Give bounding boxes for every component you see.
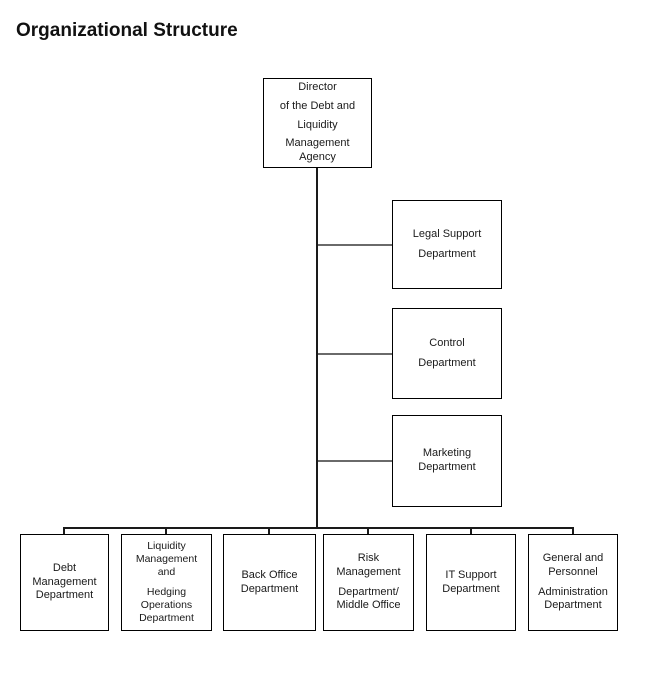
org-box-text: Management Agency <box>285 137 350 164</box>
trunk-connector-line <box>316 168 318 529</box>
org-box-text: Liquidity <box>297 118 338 131</box>
org-box-marketing-department: Marketing Department <box>392 415 502 507</box>
drop-line-back-office <box>268 527 270 535</box>
org-box-legal-support-department: Legal Support Department <box>392 200 502 289</box>
org-box-text: Department <box>418 356 476 369</box>
org-box-text: Liquidity Management and <box>135 540 198 579</box>
drop-line-liquidity-management <box>165 527 167 535</box>
org-box-it-support-department: IT Support Department <box>426 534 516 631</box>
org-box-general-personnel-administration-department: General and Personnel Administration Dep… <box>528 534 618 631</box>
connector-line-legal-support <box>318 244 392 246</box>
org-box-control-department: Control Department <box>392 308 502 399</box>
org-box-text: Control <box>429 336 465 349</box>
org-box-text: Marketing Department <box>418 447 476 473</box>
org-box-text: Debt Management Department <box>32 561 97 602</box>
page-title: Organizational Structure <box>16 20 238 41</box>
org-box-text: of the Debt and <box>279 99 356 112</box>
org-box-director: Director of the Debt and Liquidity Manag… <box>263 78 372 168</box>
drop-line-it-support <box>470 527 472 535</box>
org-box-text: Back Office Department <box>240 568 299 595</box>
connector-line-marketing <box>318 460 392 462</box>
org-box-text: Legal Support <box>412 227 482 240</box>
org-box-text: IT Support Department <box>442 568 500 595</box>
org-box-back-office-department: Back Office Department <box>223 534 316 631</box>
org-box-text: Administration Department <box>538 585 608 612</box>
org-box-text: Department <box>418 247 476 260</box>
org-box-text: Risk Management <box>336 552 401 578</box>
org-box-text: General and Personnel <box>542 552 604 578</box>
org-box-text: Department/ Middle Office <box>336 585 401 612</box>
drop-line-risk-management <box>367 527 369 535</box>
drop-line-debt-management <box>63 527 65 535</box>
org-box-risk-management-middle-office: Risk Management Department/ Middle Offic… <box>323 534 414 631</box>
org-box-debt-management-department: Debt Management Department <box>20 534 109 631</box>
org-box-liquidity-management-hedging-department: Liquidity Management and Hedging Operati… <box>121 534 212 631</box>
org-box-text: Director <box>298 81 337 94</box>
org-box-text: Hedging Operations Department <box>139 585 194 624</box>
connector-line-control <box>318 353 392 355</box>
drop-line-general-personnel <box>572 527 574 535</box>
bottom-bus-connector-line <box>63 527 574 529</box>
